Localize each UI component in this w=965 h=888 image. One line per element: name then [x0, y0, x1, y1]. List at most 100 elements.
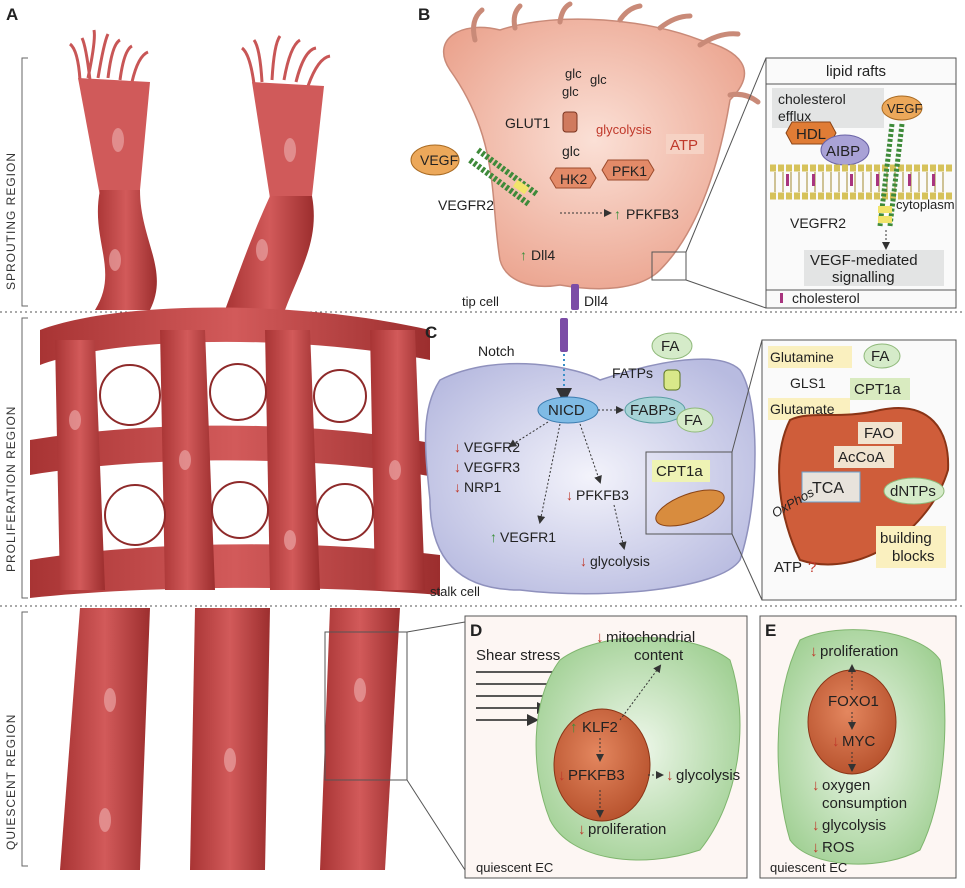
e-proliferation-label: proliferation — [820, 643, 898, 660]
pfk1-label: PFK1 — [612, 163, 647, 179]
nicd-label: NICD — [548, 402, 585, 419]
inset-fa-icon — [863, 343, 901, 369]
pfk1-hexagon-icon — [601, 159, 655, 181]
tip-cell-right — [240, 35, 331, 198]
glutamate-label: Glutamate — [770, 401, 835, 417]
panel-e-letter: E — [765, 621, 776, 640]
d-pfkfb3-down-icon: ↓ — [558, 767, 566, 784]
pfkfb3-label: PFKFB3 — [626, 206, 679, 222]
sprout-stalk-right — [225, 196, 314, 310]
c-cpt1a-label: CPT1a — [656, 463, 703, 480]
vegfr1-up-icon: ↑ — [490, 529, 497, 545]
mitochondrion-small-icon — [655, 489, 725, 527]
vegf-label: VEGF — [420, 152, 458, 168]
fao-label: FAO — [864, 425, 894, 442]
stalk-cell-label: stalk cell — [430, 584, 480, 599]
vegfr2-down-icon: ↓ — [454, 439, 461, 455]
gls1-label: GLS1 — [790, 375, 826, 391]
quiescent-bracket — [21, 611, 28, 867]
c-pfkfb3-label: PFKFB3 — [576, 487, 629, 503]
c-pfkfb3-down-icon: ↓ — [566, 487, 573, 503]
e-proliferation-down-icon: ↓ — [810, 643, 818, 660]
dll4-ligand-icon — [571, 284, 579, 310]
zoom-line-b-top — [685, 57, 767, 253]
cholesterol-legend-label: cholesterol — [792, 290, 860, 306]
signalling-line2: signalling — [832, 269, 895, 286]
vegfr2-receptor-icon — [468, 147, 540, 208]
pfkfb3-up-arrow-icon: ↑ — [614, 206, 621, 222]
fa-inside-icon — [676, 407, 714, 433]
panel-d: D Shear stress ↓ mitochondrial content ↑… — [464, 615, 748, 879]
hk2-hexagon-icon — [549, 167, 597, 189]
mito-zoom-box — [645, 451, 733, 535]
region-quiescent-label: QUIESCENT REGION — [4, 714, 18, 850]
zoom-line-top — [406, 621, 466, 633]
region-sprouting-label: SPROUTING REGION — [4, 152, 18, 290]
c-vegfr2-label: VEGFR2 — [464, 439, 520, 455]
quiescent-vessels — [60, 608, 400, 870]
glc-mid: glc — [562, 84, 579, 99]
vegf-ligand-icon — [410, 144, 460, 176]
fatps-transporter-icon — [663, 369, 681, 391]
fa-outside-icon — [651, 332, 693, 360]
panel-b-letter: B — [418, 5, 430, 24]
sprouting-bracket — [21, 57, 28, 307]
mito-line1: mitochondrial — [606, 629, 695, 646]
d-glycolysis-down-icon: ↓ — [666, 767, 674, 784]
proliferation-bracket — [21, 317, 28, 599]
inset-vegf-icon — [881, 95, 923, 121]
d-proliferation-label: proliferation — [588, 821, 666, 838]
glc-inner: glc — [562, 143, 580, 159]
tip-cell-left — [68, 29, 150, 196]
dll4-up-arrow-icon: ↑ — [520, 247, 527, 263]
tca-label: TCA — [812, 480, 844, 497]
mito-down-icon: ↓ — [596, 629, 604, 646]
dll4-bottom-label: Dll4 — [584, 293, 608, 309]
zoom-box-quiescent — [324, 631, 408, 781]
signalling-line1: VEGF-mediated — [810, 252, 918, 269]
notch-label: Notch — [478, 343, 515, 359]
inset-cpt1a-label: CPT1a — [854, 381, 901, 398]
accoa-label: AcCoA — [838, 449, 885, 466]
cholesterol-legend-icon — [780, 293, 783, 303]
tip-cell-body — [443, 18, 746, 290]
fa-inside-label: FA — [684, 412, 702, 429]
aibp-label: AIBP — [826, 143, 860, 160]
tip-cell-label: tip cell — [462, 294, 499, 309]
nicd-to-vegfr1-arrow — [537, 423, 561, 524]
fatps-label: FATPs — [612, 365, 653, 381]
c-glycolysis-down-icon: ↓ — [580, 553, 587, 569]
inset-fa-label: FA — [871, 348, 889, 365]
glut1-label: GLUT1 — [505, 115, 550, 131]
panel-d-letter: D — [470, 621, 482, 640]
inset-vegfr2-label: VEGFR2 — [790, 215, 846, 231]
c-vegfr3-label: VEGFR3 — [464, 459, 520, 475]
oxygen-line1: oxygen — [822, 777, 870, 794]
hk2-label: HK2 — [560, 171, 587, 187]
zoom-line-b-bottom — [685, 279, 767, 309]
vessel-nuclei — [69, 128, 401, 832]
d-glycolysis-label: glycolysis — [676, 767, 740, 784]
klf2-up-icon: ↑ — [570, 719, 578, 736]
pfkfb3-to-glycolysis-arrow — [613, 504, 627, 550]
zoom-line-c-bottom — [731, 533, 763, 601]
c-vegfr1-label: VEGFR1 — [500, 529, 556, 545]
glutamine-box — [768, 346, 852, 368]
glycolysis-label: glycolysis — [596, 122, 652, 137]
cytoplasm-label: cytoplasm — [896, 197, 955, 212]
nicd-to-vegfr-arrow — [508, 421, 549, 448]
ros-down-icon: ↓ — [812, 839, 820, 856]
oxygen-line2: consumption — [822, 795, 907, 812]
klf2-to-mito-arrow — [619, 664, 662, 721]
dntps-icon — [883, 477, 945, 505]
dll4-label: Dll4 — [531, 247, 555, 263]
panel-c: C Notch NICD FA FATPs FABPs FA ↓ VEGFR2 … — [424, 318, 957, 601]
e-glycolysis-label: glycolysis — [822, 817, 886, 834]
atp-label: ATP — [670, 137, 698, 154]
glutamine-label: Glutamine — [770, 349, 834, 365]
inset-atp-label: ATP — [774, 559, 802, 576]
cholesterol-efflux-line2: efflux — [778, 108, 811, 124]
notch-receptor-icon — [560, 318, 568, 352]
panel-a-letter: A — [6, 5, 18, 24]
